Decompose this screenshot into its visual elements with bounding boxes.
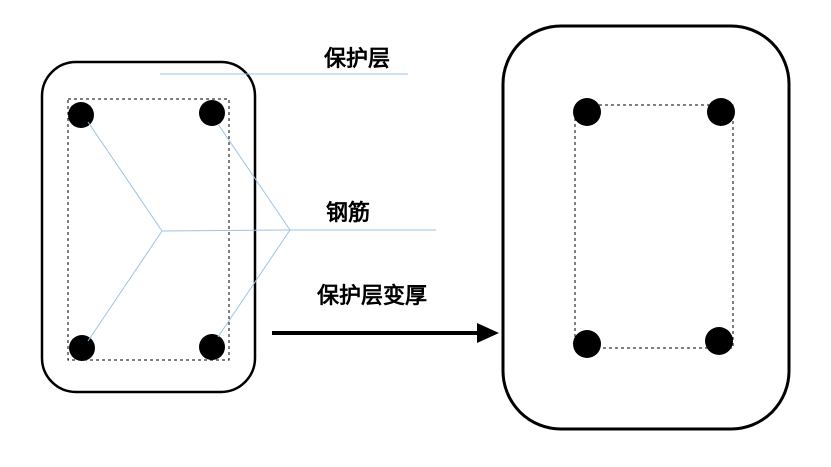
left-section — [40, 60, 257, 394]
rebar-dot-right-bottom-left — [573, 330, 601, 358]
rebar-leader-top-left — [87, 121, 163, 232]
arrow-head-icon — [477, 323, 499, 343]
left-concrete-outline — [40, 60, 257, 394]
rebar-dot-right-top-right — [707, 98, 735, 126]
transition-label: 保护层变厚 — [316, 283, 427, 308]
rebar-dot-left-bottom-right — [199, 334, 225, 360]
transition-arrow — [272, 323, 499, 343]
rebar-dot-left-bottom-left — [69, 335, 95, 361]
rebar-leader-bottom-right — [217, 229, 291, 338]
rebar-dot-right-bottom-right — [705, 327, 733, 355]
rebar-leader-bottom-left — [87, 230, 163, 342]
rebar-dot-left-top-right — [199, 100, 225, 126]
cover-label: 保护层 — [323, 46, 390, 71]
rebar-label: 钢筋 — [326, 200, 370, 225]
rebar-leader-top-right — [217, 123, 291, 231]
rebar-leader-lines — [87, 121, 436, 342]
rebar-leader-center — [161, 229, 291, 232]
right-concrete-outline — [501, 24, 791, 431]
right-section — [501, 24, 791, 431]
rebar-dot-left-top-left — [68, 102, 94, 128]
left-stirrup-dashed-boundary — [67, 98, 230, 361]
rebar-dot-right-top-left — [573, 98, 601, 126]
right-stirrup-dashed-boundary — [574, 104, 734, 349]
